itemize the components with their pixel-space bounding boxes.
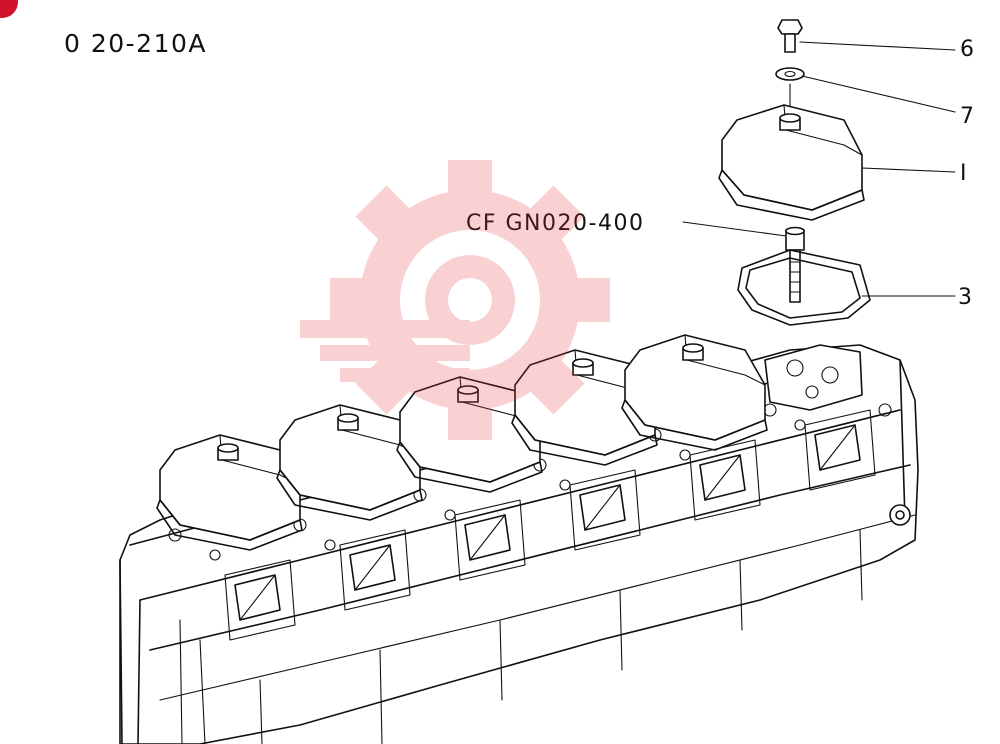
callout-3: 3 — [958, 285, 972, 310]
corner-mark-icon — [0, 0, 18, 18]
exploded-parts — [718, 19, 871, 326]
callout-1: I — [960, 161, 967, 186]
cover-part — [718, 104, 865, 221]
washer-part — [775, 67, 805, 81]
callout-7: 7 — [960, 104, 974, 129]
rocker-covers — [156, 334, 768, 551]
bolt-part — [777, 19, 803, 53]
gear-watermark-icon — [300, 160, 610, 440]
reference-label: CF GN020-400 — [466, 211, 644, 236]
leader-lines — [682, 41, 956, 297]
gasket-part — [737, 249, 871, 326]
engine-block — [119, 344, 919, 744]
diagram-code: 0 20-210A — [64, 29, 207, 58]
stud-part — [785, 226, 805, 303]
callout-6: 6 — [960, 37, 974, 62]
